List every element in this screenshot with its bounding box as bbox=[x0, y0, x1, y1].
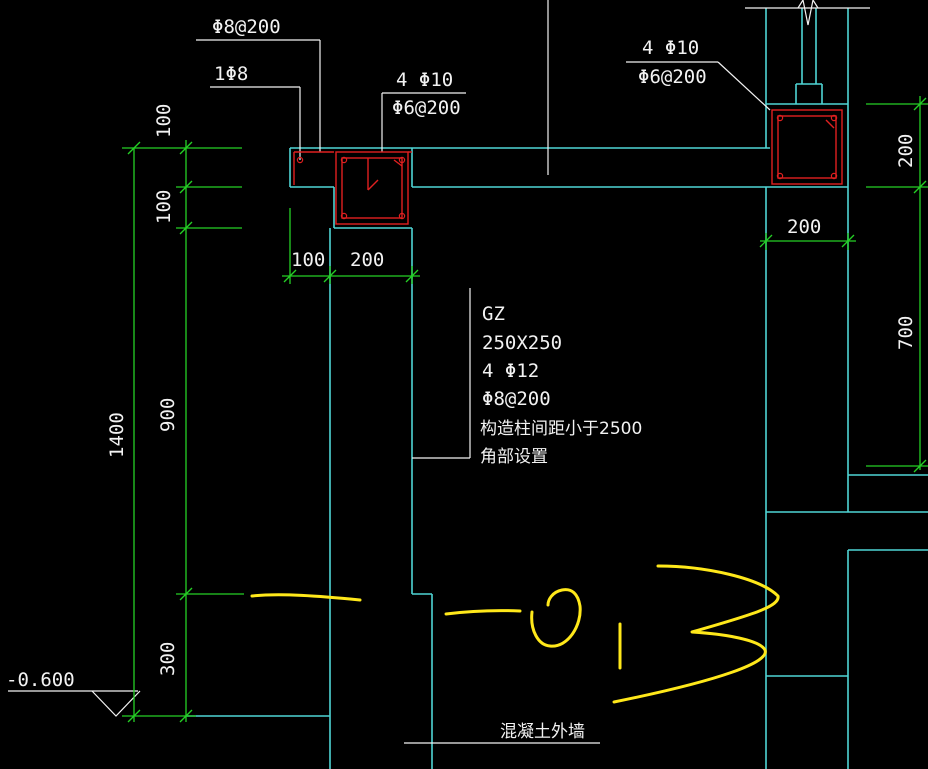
label-wall-note: 混凝土外墙 bbox=[500, 722, 585, 742]
dim-right-200-v: 200 bbox=[895, 134, 917, 168]
label-top-bar: Φ8@200 bbox=[212, 16, 281, 38]
dim-right-200-h: 200 bbox=[787, 216, 821, 238]
label-gz-note2: 角部设置 bbox=[480, 447, 548, 467]
dimension-lines bbox=[122, 96, 928, 723]
handwritten-markup bbox=[250, 564, 780, 704]
dim-900: 900 bbox=[157, 398, 179, 432]
dim-bottom-200: 200 bbox=[350, 249, 384, 271]
label-gz-main: 4 Φ12 bbox=[482, 360, 539, 382]
leader-lines bbox=[8, 0, 870, 744]
annotation-labels: Φ8@200 1Φ8 4 Φ10 Φ6@200 4 Φ10 Φ6@200 GZ … bbox=[6, 16, 707, 742]
label-gz-name: GZ bbox=[482, 303, 505, 325]
dim-top-100: 100 bbox=[153, 104, 175, 138]
label-col-right-main: 4 Φ10 bbox=[642, 37, 699, 59]
dim-mid-100: 100 bbox=[153, 190, 175, 224]
label-level: -0.600 bbox=[6, 669, 75, 691]
label-gz-stirrup: Φ8@200 bbox=[482, 388, 551, 410]
label-col-left-main: 4 Φ10 bbox=[396, 69, 453, 91]
dimension-texts: 100 100 900 300 1400 100 200 200 200 700 bbox=[106, 104, 917, 676]
dim-total-1400: 1400 bbox=[106, 412, 128, 458]
label-left-bar: 1Φ8 bbox=[214, 63, 248, 85]
label-col-left-stirrup: Φ6@200 bbox=[392, 97, 461, 119]
dim-right-700: 700 bbox=[895, 316, 917, 350]
label-gz-note1: 构造柱间距小于2500 bbox=[480, 419, 642, 439]
structure-outline bbox=[186, 8, 928, 769]
rebar-details bbox=[293, 109, 843, 225]
dim-300: 300 bbox=[157, 642, 179, 676]
dim-bottom-100: 100 bbox=[291, 249, 325, 271]
label-col-right-stirrup: Φ6@200 bbox=[638, 66, 707, 88]
label-gz-size: 250X250 bbox=[482, 332, 562, 354]
